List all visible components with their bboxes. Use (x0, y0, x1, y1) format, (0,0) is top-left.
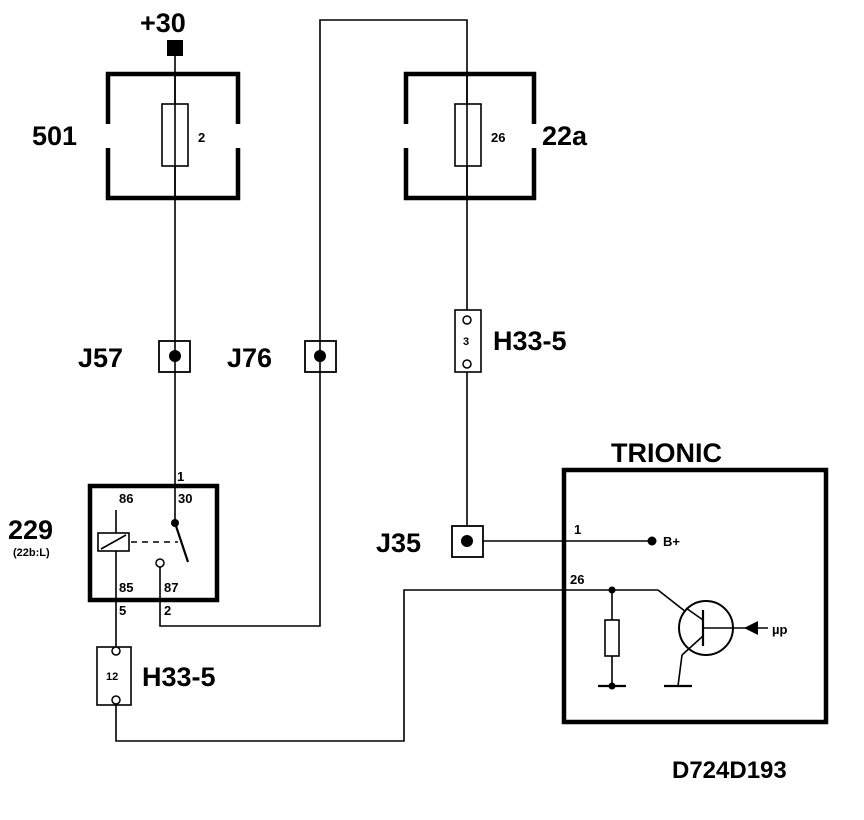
connector-j76: J76 (227, 340, 337, 373)
supply-label: +30 (140, 8, 186, 38)
j57-label: J57 (78, 343, 123, 373)
relay-pin-30: 30 (178, 491, 192, 506)
h33-upper-pin: 3 (463, 336, 469, 348)
fuse-box-501-label: 501 (32, 121, 77, 151)
trionic-mu-p: µp (772, 622, 787, 637)
connector-h33-lower: 12 H33-5 (96, 646, 216, 706)
fuse-box-22a-label: 22a (542, 121, 588, 151)
pullup-resistor (604, 619, 620, 657)
trionic-pin-26: 26 (570, 572, 584, 587)
trionic-pin-1: 1 (574, 522, 581, 537)
relay-pin-87: 87 (164, 580, 178, 595)
input-arrow-icon (744, 621, 758, 635)
h33-lower-label: H33-5 (142, 662, 216, 692)
fuse-26 (454, 103, 482, 167)
h33-lower-pin: 12 (106, 671, 118, 683)
relay-229: 86 30 85 87 1 5 2 229 (22b:L) (8, 469, 220, 618)
connector-h33-upper: 3 H33-5 (454, 309, 567, 373)
h33-upper-label: H33-5 (493, 326, 567, 356)
fuse-box-22a: 26 22a (403, 71, 588, 201)
bplus-node (647, 536, 657, 546)
relay-pin-86: 86 (119, 491, 133, 506)
fuse-box-501: 2 501 (32, 71, 241, 201)
relay-229-label: 229 (8, 515, 53, 545)
trionic-ecu: TRIONIC 1 B+ 26 µp (561, 438, 829, 725)
relay-wire-2: 2 (164, 603, 171, 618)
connector-j57: J57 (78, 340, 191, 373)
j35-label: J35 (376, 528, 421, 558)
j76-label: J76 (227, 343, 272, 373)
connector-j35: J35 (376, 525, 484, 558)
relay-wire-5: 5 (119, 603, 126, 618)
trionic-bplus: B+ (663, 534, 680, 549)
relay-wire-1: 1 (177, 469, 184, 484)
trionic-title: TRIONIC (611, 438, 722, 468)
relay-229-sublabel: (22b:L) (13, 547, 50, 559)
diagram-id: D724D193 (672, 757, 787, 784)
relay-pin-85: 85 (119, 580, 133, 595)
fuse-26-label: 26 (491, 130, 505, 145)
wire-h33-to-trionic26 (115, 589, 612, 742)
supply-terminal (167, 40, 183, 56)
fuse-2-label: 2 (198, 130, 205, 145)
wire-relay87-to-fuse26 (159, 19, 468, 627)
